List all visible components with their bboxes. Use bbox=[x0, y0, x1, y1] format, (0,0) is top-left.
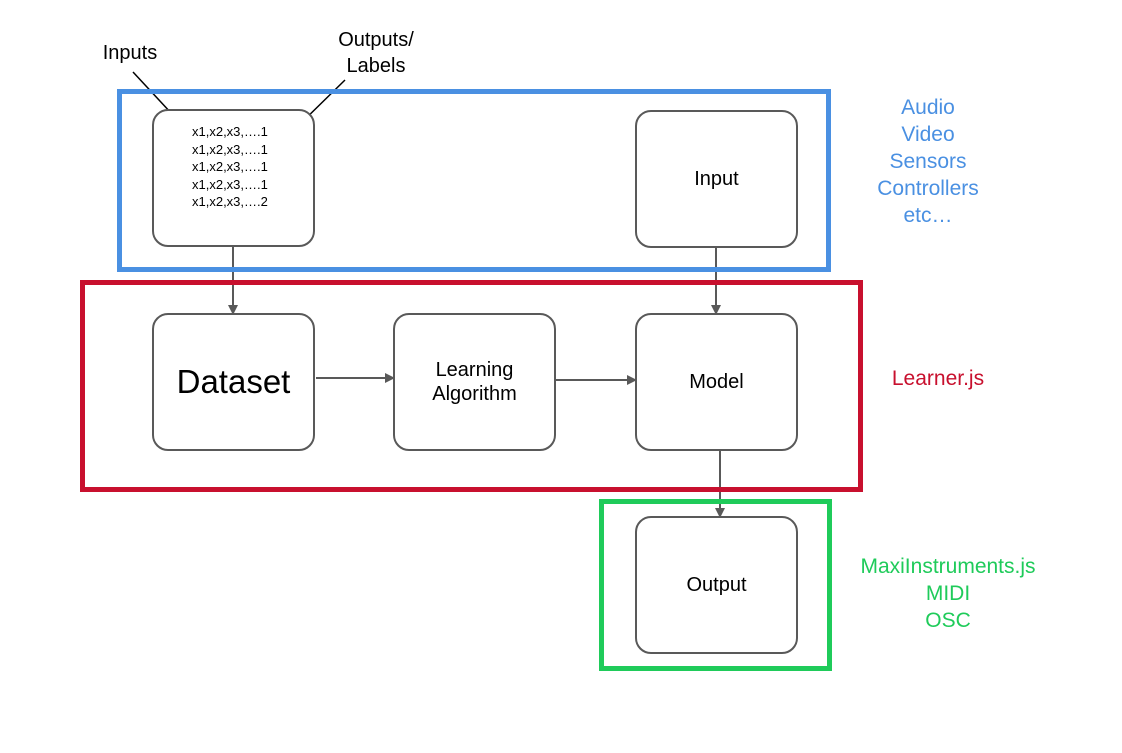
model-node-label: Model bbox=[689, 371, 744, 393]
output-target-item: MIDI bbox=[925, 582, 971, 605]
learner-group-frame bbox=[80, 280, 863, 492]
training-data-node: x1,x2,x3,….1 x1,x2,x3,….1 x1,x2,x3,….1 x1,x… bbox=[152, 109, 315, 247]
training-rows-list: x1,x2,x3,….1 x1,x2,x3,….1 x1,x2,x3,….1 x1,x… bbox=[192, 123, 268, 211]
data-group-frame bbox=[117, 89, 831, 272]
output-node: Output bbox=[635, 516, 798, 654]
training-row: x1,x2,x3,….1 bbox=[192, 141, 268, 157]
input-source-item: Sensors bbox=[889, 150, 967, 173]
learner-label-text: Learner.js bbox=[891, 367, 985, 390]
learner-label: Learner.js bbox=[868, 365, 1008, 392]
inputs-annotation-text: Inputs bbox=[102, 42, 158, 64]
outputs-labels-annotation-text: Outputs/ Labels bbox=[338, 29, 414, 77]
training-row: x1,x2,x3,….2 bbox=[192, 194, 268, 209]
input-source-item: etc… bbox=[903, 204, 953, 227]
input-source-item: Video bbox=[901, 123, 955, 146]
training-row: x1,x2,x3,….1 bbox=[192, 176, 268, 192]
output-node-label: Output bbox=[686, 574, 747, 596]
learning-algorithm-node-label: Learning Algorithm bbox=[432, 359, 517, 405]
inputs-annotation: Inputs bbox=[90, 40, 170, 66]
input-node-label: Input bbox=[694, 168, 739, 190]
outputs-labels-annotation: Outputs/ Labels bbox=[316, 27, 436, 79]
model-node: Model bbox=[635, 313, 798, 451]
output-group-frame bbox=[599, 499, 832, 671]
training-row: x1,x2,x3,….1 bbox=[192, 124, 268, 139]
dataset-node: Dataset bbox=[152, 313, 315, 451]
output-target-item: MaxiInstruments.js bbox=[860, 555, 1036, 578]
dataset-node-label: Dataset bbox=[176, 363, 291, 401]
input-source-item: Audio bbox=[901, 96, 955, 119]
input-source-item: Controllers bbox=[877, 177, 979, 200]
learning-algorithm-node: Learning Algorithm bbox=[393, 313, 556, 451]
training-row: x1,x2,x3,….1 bbox=[192, 159, 268, 174]
output-target-item: OSC bbox=[925, 609, 971, 632]
input-node: Input bbox=[635, 110, 798, 248]
